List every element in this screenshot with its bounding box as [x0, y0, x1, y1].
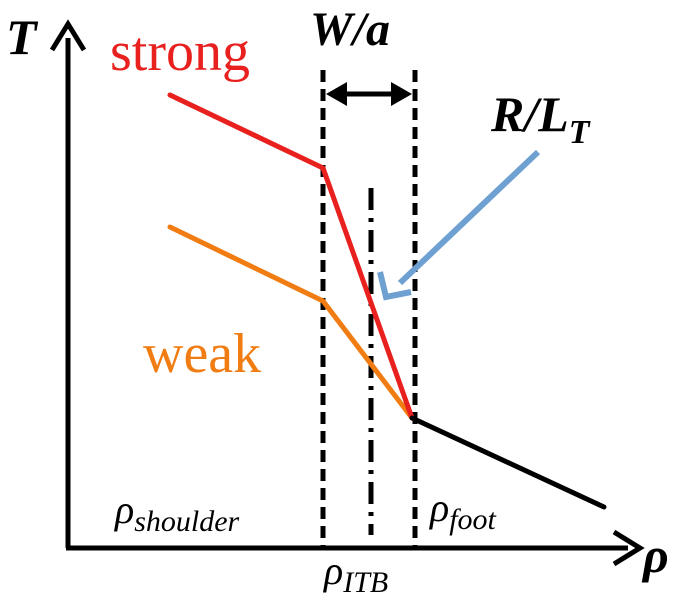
rho-foot-label: ρfoot — [428, 485, 497, 536]
y-axis-arrowhead — [49, 19, 87, 52]
rho-itb-label: ρITB — [322, 548, 388, 599]
rho-shoulder-label: ρshoulder — [113, 487, 240, 538]
weak-label: weak — [143, 323, 261, 385]
gradient-label: R/LT — [490, 86, 591, 151]
rho-itb-sub: ITB — [342, 566, 388, 599]
rho-foot-sub: foot — [449, 503, 496, 536]
gradient-pointer-shaft — [397, 149, 541, 286]
strong-label: strong — [110, 21, 250, 83]
rho-shoulder-main: ρ — [113, 487, 134, 532]
rho-foot-main: ρ — [428, 485, 449, 530]
gradient-pointer-head — [377, 271, 412, 301]
y-axis-label: T — [6, 9, 39, 65]
rho-shoulder-sub: shoulder — [134, 505, 239, 538]
x-axis-arrowhead — [612, 529, 645, 567]
edge-profile — [409, 415, 607, 510]
strong-profile — [167, 92, 415, 421]
weak-profile — [167, 224, 415, 421]
width-arrow-right-head — [391, 82, 412, 106]
rho-itb-main: ρ — [322, 548, 343, 593]
width-label: W/a — [310, 3, 390, 56]
gradient-label-sub: T — [569, 114, 591, 151]
x-axis-label: ρ — [641, 527, 669, 583]
gradient-label-main: R/L — [490, 86, 569, 142]
width-arrow-left-head — [326, 82, 347, 106]
